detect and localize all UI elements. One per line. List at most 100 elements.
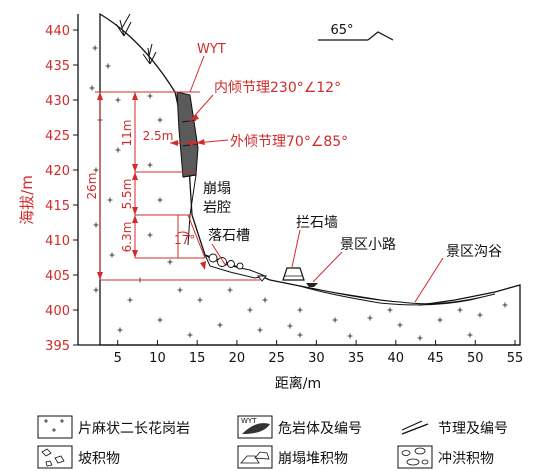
x-tick-label: 40 — [388, 351, 405, 366]
granite-cross-mark — [157, 197, 163, 203]
granite-cross-mark — [457, 307, 463, 313]
granite-cross-mark — [367, 315, 373, 321]
ground-profile — [89, 12, 521, 346]
leader-lines — [189, 55, 444, 303]
granite-cross-mark — [397, 322, 403, 328]
granite-cross-mark — [109, 252, 115, 258]
y-tick-label: 420 — [45, 164, 70, 179]
granite-cross-mark — [467, 332, 473, 338]
x-tick-label: 10 — [149, 351, 166, 366]
dim-total: 26m — [85, 173, 99, 200]
granite-cross-mark — [147, 232, 153, 238]
granite-cross-mark — [387, 307, 393, 313]
y-tick-label: 425 — [45, 129, 70, 144]
granite-cross-mark — [217, 322, 223, 328]
granite-cross-mark — [115, 147, 121, 153]
rockfall-trench-label: 落石槽 — [208, 228, 250, 244]
legend-label: 节理及编号 — [438, 421, 508, 437]
granite-cross-mark — [167, 259, 173, 265]
granite-cross-mark — [297, 307, 303, 313]
y-tick-label: 410 — [45, 234, 70, 249]
legend-label: 冲洪积物 — [438, 451, 494, 467]
granite-cross-mark — [227, 287, 233, 293]
slope-deposit-icon — [37, 445, 73, 469]
granite-cross-mark — [437, 317, 443, 323]
alluvial-deposit-icon — [397, 445, 433, 469]
granite-cross-mark — [89, 85, 95, 91]
granite-cross-mark — [257, 327, 263, 333]
legend-label: 片麻状二长花岗岩 — [78, 421, 190, 437]
x-axis-ticks: 5 10 15 20 25 30 35 40 45 50 55 — [114, 340, 524, 366]
granite-cross-mark — [417, 335, 423, 341]
dimension-lines — [95, 91, 260, 281]
granite-cross-mark — [92, 45, 98, 51]
x-tick-label: 15 — [189, 351, 206, 366]
granite-cross-mark — [147, 93, 153, 99]
granite-cross-mark — [332, 317, 338, 323]
rock-id-label: WYT — [197, 42, 226, 57]
collapse-cavity-label-2: 岩腔 — [203, 200, 231, 216]
granite-cross-mark — [93, 222, 99, 228]
collapse-cavity-label-1: 崩塌 — [203, 181, 231, 197]
svg-text:65°: 65° — [330, 23, 353, 38]
outward-joint-label: 外倾节理70°∠85° — [230, 134, 348, 150]
x-tick-label: 55 — [507, 351, 524, 366]
x-tick-label: 35 — [348, 351, 365, 366]
x-tick-label: 45 — [427, 351, 444, 366]
legend-label: 坡积物 — [78, 451, 120, 467]
granite-cross-mark — [177, 287, 183, 293]
dim-6-3m: 6.3m — [120, 222, 134, 253]
granite-cross-mark — [287, 323, 293, 329]
granite-cross-mark — [127, 297, 133, 303]
x-axis-label: 距离/m — [275, 375, 321, 392]
dim-5-5m: 5.5m — [120, 179, 134, 210]
collapse-deposit-icon — [237, 445, 273, 469]
granite-cross-mark — [115, 97, 121, 103]
dim-2-5m: 2.5m — [143, 129, 174, 143]
granite-cross-mark — [502, 302, 508, 308]
granite-cross-mark — [93, 167, 99, 173]
leader-arrowheads — [190, 114, 205, 145]
retaining-wall — [282, 267, 305, 281]
legend-label: 崩塌堆积物 — [278, 451, 348, 467]
granite-cross-mark — [347, 333, 353, 339]
y-tick-label: 430 — [45, 94, 70, 109]
x-tick-label: 30 — [308, 351, 325, 366]
collapse-deposit — [208, 253, 244, 270]
granite-gneiss-icon — [37, 415, 73, 439]
y-tick-label: 415 — [45, 199, 70, 214]
legend-label: 危岩体及编号 — [278, 421, 362, 437]
granite-cross-mark — [117, 327, 123, 333]
y-tick-label: 440 — [45, 24, 70, 39]
granite-cross-mark — [157, 317, 163, 323]
granite-cross-mark — [477, 312, 483, 318]
axes — [77, 14, 520, 346]
scenic-gully-label: 景区沟谷 — [446, 244, 502, 260]
dim-11m: 11m — [120, 120, 134, 147]
granite-cross-mark — [187, 332, 193, 338]
x-tick-label: 25 — [268, 351, 285, 366]
x-tick-label: 50 — [467, 351, 484, 366]
collapse-cavity-outline — [182, 174, 197, 246]
slope-angle-label: 17° — [174, 233, 195, 247]
x-tick-label: 5 — [114, 351, 122, 366]
inward-joint-label: 内倾节理230°∠12° — [214, 80, 341, 96]
joint-icon — [397, 415, 433, 439]
x-tick-label: 20 — [229, 351, 246, 366]
rockfall-trench-mark — [256, 275, 268, 282]
granite-cross-mark — [93, 287, 99, 293]
granite-cross-mark — [197, 297, 203, 303]
vegetation — [115, 13, 157, 65]
granite-cross-mark — [262, 297, 268, 303]
granite-cross-mark — [297, 332, 303, 338]
y-tick-label: 405 — [45, 269, 70, 284]
y-axis-label: 海拔/m — [18, 175, 36, 225]
granite-cross-mark — [105, 63, 111, 69]
dangerous-rock-icon: WYT — [237, 415, 273, 439]
strike-symbol: 65° — [318, 23, 394, 41]
alluvial-deposit — [299, 285, 496, 306]
legend: 片麻状二长花岗岩 WYT 危岩体及编号 节理及编号 坡积物 — [37, 415, 508, 469]
retaining-wall-label: 拦石墙 — [296, 215, 338, 231]
